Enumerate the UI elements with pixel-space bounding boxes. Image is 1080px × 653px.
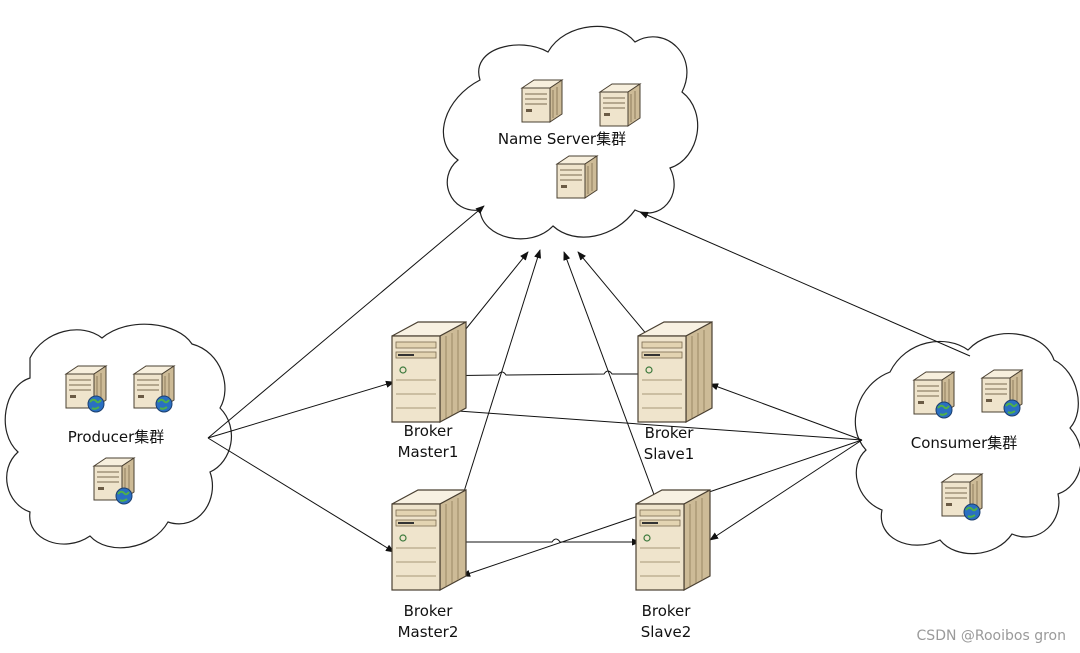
connections bbox=[207, 205, 971, 577]
edge-master2-to-slave2 bbox=[464, 538, 641, 546]
edge-producer-to-nameserver bbox=[207, 205, 485, 439]
broker-master2-label-line2: Master2 bbox=[398, 623, 459, 641]
broker-slave1: Broker Slave1 bbox=[637, 321, 713, 463]
consumer-cluster-label: Consumer集群 bbox=[911, 434, 1018, 452]
edge-producer-to-master1 bbox=[207, 380, 395, 439]
broker-slave1-label-line2: Slave1 bbox=[644, 445, 695, 463]
name-server-cluster-cloud bbox=[442, 25, 699, 240]
consumer-node-1 bbox=[914, 372, 954, 418]
producer-node-2 bbox=[134, 366, 174, 412]
edge-master1-to-slave1 bbox=[427, 370, 681, 378]
edge-consumer-to-nameserver bbox=[639, 211, 971, 357]
name-server-node-1 bbox=[521, 79, 563, 123]
consumer-node-3 bbox=[942, 474, 982, 520]
edge-producer-to-master2 bbox=[207, 437, 395, 553]
broker-slave2: Broker Slave2 bbox=[635, 489, 711, 641]
name-server-cluster-label: Name Server集群 bbox=[498, 130, 626, 148]
edge-master2-to-nameserver bbox=[461, 249, 542, 499]
name-server-node-2 bbox=[599, 83, 641, 127]
broker-master1-label-line2: Master1 bbox=[398, 443, 459, 461]
broker-slave1-label-line1: Broker bbox=[645, 424, 695, 442]
edge-consumer-to-master1 bbox=[443, 406, 863, 441]
watermark: CSDN @Rooibos gron bbox=[917, 628, 1066, 644]
broker-master1: Broker Master1 bbox=[391, 321, 467, 461]
producer-cluster-label: Producer集群 bbox=[68, 428, 164, 446]
name-server-node-3 bbox=[556, 155, 598, 199]
broker-slave2-label-line2: Slave2 bbox=[641, 623, 692, 641]
edge-consumer-to-slave1 bbox=[709, 383, 863, 441]
producer-node-1 bbox=[66, 366, 106, 412]
consumer-node-2 bbox=[982, 370, 1022, 416]
consumer-cluster-cloud bbox=[854, 333, 1080, 555]
edge-consumer-to-slave2 bbox=[709, 439, 863, 541]
edge-slave2-to-nameserver bbox=[563, 251, 657, 501]
producer-node-3 bbox=[94, 458, 134, 504]
producer-cluster-cloud bbox=[4, 323, 233, 549]
broker-slave2-label-line1: Broker bbox=[642, 602, 692, 620]
broker-master2: Broker Master2 bbox=[391, 489, 467, 641]
broker-master1-label-line1: Broker bbox=[404, 422, 454, 440]
broker-master2-label-line1: Broker bbox=[404, 602, 454, 620]
